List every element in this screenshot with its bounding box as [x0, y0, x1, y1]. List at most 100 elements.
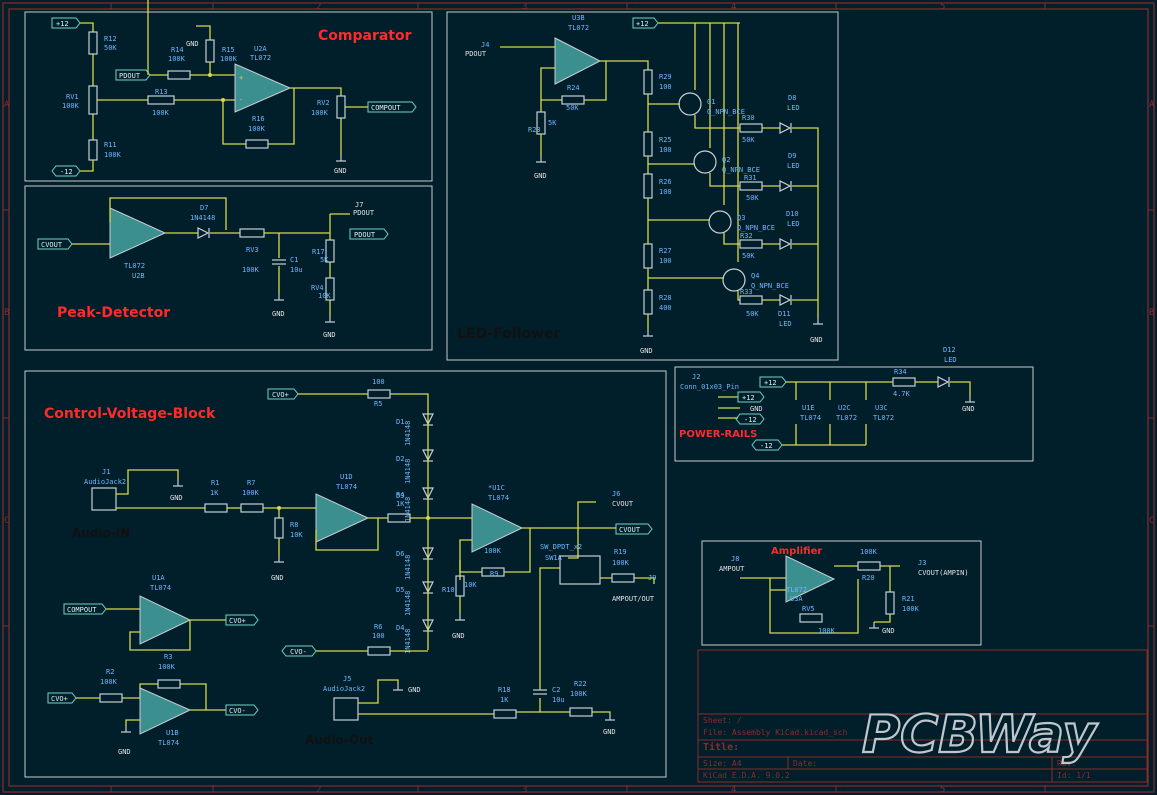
net-label-cvo-minus[interactable] [281, 645, 317, 657]
potentiometer-rv5[interactable] [799, 613, 823, 623]
opamp-u2a[interactable] [234, 63, 292, 113]
svg-text:TL074: TL074 [158, 739, 179, 747]
resistor-r4[interactable] [387, 513, 411, 523]
resistor-r16[interactable] [245, 139, 269, 149]
row-label-a: A [4, 100, 10, 110]
net-label-pdout-pd[interactable] [349, 228, 389, 240]
led-d9[interactable] [779, 180, 792, 192]
audiojack-j5[interactable] [333, 697, 359, 721]
resistor-r29[interactable] [643, 69, 653, 95]
resistor-r27[interactable] [643, 243, 653, 269]
net-label-m12-pwr[interactable] [735, 413, 765, 425]
resistor-r5[interactable] [367, 389, 391, 399]
svg-text:CVO+: CVO+ [229, 617, 246, 625]
net-label-p12-led[interactable] [632, 17, 659, 29]
svg-text:1N4148: 1N4148 [404, 555, 412, 580]
svg-text:Q_NPN_BCE: Q_NPN_BCE [707, 108, 745, 116]
opamp-u1b[interactable] [139, 687, 192, 735]
led-d11[interactable] [779, 294, 792, 306]
resistor-r32[interactable] [739, 239, 763, 249]
transistor-q2[interactable] [693, 150, 717, 174]
resistor-r6[interactable] [367, 646, 391, 656]
resistor-r28[interactable] [643, 289, 653, 315]
transistor-q1[interactable] [678, 92, 702, 116]
svg-text:GND: GND [334, 167, 347, 175]
transistor-q3[interactable] [708, 210, 732, 234]
opamp-u2b[interactable] [109, 207, 167, 259]
resistor-r20[interactable] [857, 561, 881, 571]
amplifier-title: Amplifier [771, 546, 822, 557]
potentiometer-rv3[interactable] [239, 228, 265, 238]
resistor-r8[interactable] [274, 517, 284, 539]
resistor-r30[interactable] [739, 123, 763, 133]
resistor-r1[interactable] [204, 503, 228, 513]
net-label-cvout[interactable] [615, 523, 653, 535]
opamp-u1c[interactable] [471, 503, 524, 553]
resistor-r34[interactable] [892, 377, 916, 387]
svg-text:D3: D3 [396, 492, 404, 500]
net-label-p12-pwr-top[interactable] [759, 376, 787, 388]
potentiometer-rv1[interactable] [88, 85, 98, 115]
net-label-cvout-pd[interactable] [37, 238, 73, 250]
resistor-r26[interactable] [643, 173, 653, 199]
net-label-cvo-plus-u1b[interactable] [47, 692, 77, 704]
net-label-p12[interactable] [51, 17, 81, 29]
resistor-r14[interactable] [167, 70, 191, 80]
net-label-m12[interactable] [51, 165, 81, 177]
net-label-compout[interactable] [367, 101, 417, 113]
net-label-p12-pwr[interactable] [737, 391, 765, 403]
resistor-r15[interactable] [205, 39, 215, 63]
net-label-cvo-minus-u1b[interactable] [225, 704, 259, 716]
resistor-r13[interactable] [147, 95, 175, 105]
potentiometer-rv2[interactable] [336, 95, 346, 119]
resistor-r22[interactable] [569, 707, 593, 717]
resistor-r12[interactable] [88, 31, 98, 55]
opamp-u1a[interactable] [139, 595, 192, 645]
resistor-r7[interactable] [240, 503, 264, 513]
net-label-pdout-comp[interactable] [115, 69, 151, 81]
svg-text:100K: 100K [152, 109, 170, 117]
led-d10[interactable] [779, 238, 792, 250]
led-d8[interactable] [779, 122, 792, 134]
col-label-5-bottom: 5 [940, 785, 945, 795]
resistor-r11[interactable] [88, 139, 98, 161]
svg-text:1N4148: 1N4148 [404, 421, 412, 446]
svg-text:GND: GND [750, 405, 763, 413]
resistor-r21[interactable] [885, 591, 895, 615]
svg-text:R17: R17 [312, 248, 325, 256]
resistor-r2[interactable] [99, 693, 123, 703]
resistor-r31[interactable] [739, 181, 763, 191]
resistor-r19[interactable] [611, 573, 635, 583]
audiojack-j1[interactable] [91, 487, 117, 511]
resistor-r33[interactable] [739, 295, 763, 305]
resistor-r3[interactable] [157, 679, 181, 689]
resistor-r18[interactable] [493, 709, 517, 719]
svg-text:Q_NPN_BCE: Q_NPN_BCE [722, 166, 760, 174]
net-label-compout-u1a[interactable] [63, 603, 107, 615]
svg-text:R1: R1 [211, 479, 219, 487]
diode-d7[interactable] [197, 227, 210, 239]
opamp-u3a[interactable] [785, 555, 836, 603]
opamp-u1d[interactable] [315, 493, 370, 543]
resistor-r24[interactable] [561, 95, 585, 105]
resistor-r9[interactable] [481, 567, 505, 577]
svg-text:400: 400 [659, 304, 672, 312]
led-d12[interactable] [937, 376, 950, 388]
resistor-r25[interactable] [643, 131, 653, 157]
net-label-cvo-plus-top[interactable] [267, 388, 299, 400]
net-label-cvo-plus-u1a[interactable] [225, 614, 259, 626]
border-ticks [3, 3, 1154, 792]
transistor-q4[interactable] [722, 268, 746, 292]
svg-text:TL074: TL074 [336, 483, 357, 491]
switch-sw1a[interactable] [559, 555, 601, 585]
svg-text:1K: 1K [500, 696, 509, 704]
net-label-m12-pwr-bot[interactable] [751, 439, 783, 451]
opamp-u3b[interactable] [554, 37, 602, 85]
